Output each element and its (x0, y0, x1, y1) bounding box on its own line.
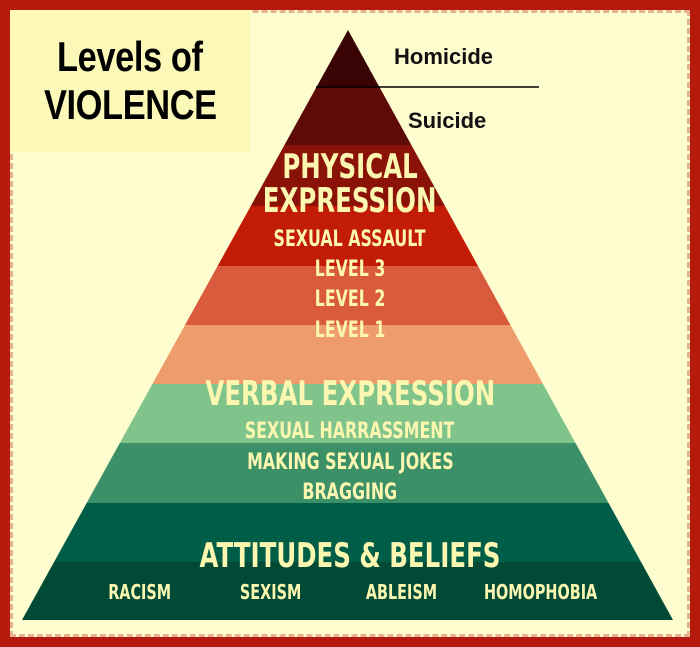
suicide-label: Suicide (408, 108, 487, 133)
band-homicide (22, 30, 673, 87)
physical-heading-1: PHYSICAL (282, 147, 418, 187)
attitudes-item-sexism: SEXISM (239, 580, 302, 604)
band-attitudes-items (22, 562, 673, 620)
verbal-heading: VERBAL EXPRESSION (205, 374, 495, 414)
homicide-label: Homicide (394, 44, 494, 69)
band-jokes-bragging (22, 443, 673, 503)
band-attitudes-heading (22, 503, 673, 562)
attitudes-item-ableism: ABLEISM (365, 580, 438, 604)
band-suicide (22, 87, 673, 145)
verbal-item: BRAGGING (302, 480, 398, 505)
attitudes-item-homophobia: HOMOPHOBIA (484, 580, 598, 604)
attitudes-heading: ATTITUDES & BELIEFS (199, 536, 501, 576)
physical-item: SEXUAL ASSAULT (274, 227, 426, 252)
verbal-item: MAKING SEXUAL JOKES (246, 450, 454, 475)
attitudes-item-racism: RACISM (108, 580, 172, 604)
title-box: Levels of VIOLENCE (10, 10, 250, 152)
title-line-1: Levels of (57, 33, 203, 80)
title-line-2: VIOLENCE (43, 81, 217, 128)
physical-item: LEVEL 1 (314, 318, 386, 343)
physical-heading-2: EXPRESSION (263, 181, 437, 221)
physical-item: LEVEL 3 (314, 257, 386, 282)
verbal-item: SEXUAL HARRASSMENT (245, 419, 455, 444)
physical-item: LEVEL 2 (314, 287, 386, 312)
